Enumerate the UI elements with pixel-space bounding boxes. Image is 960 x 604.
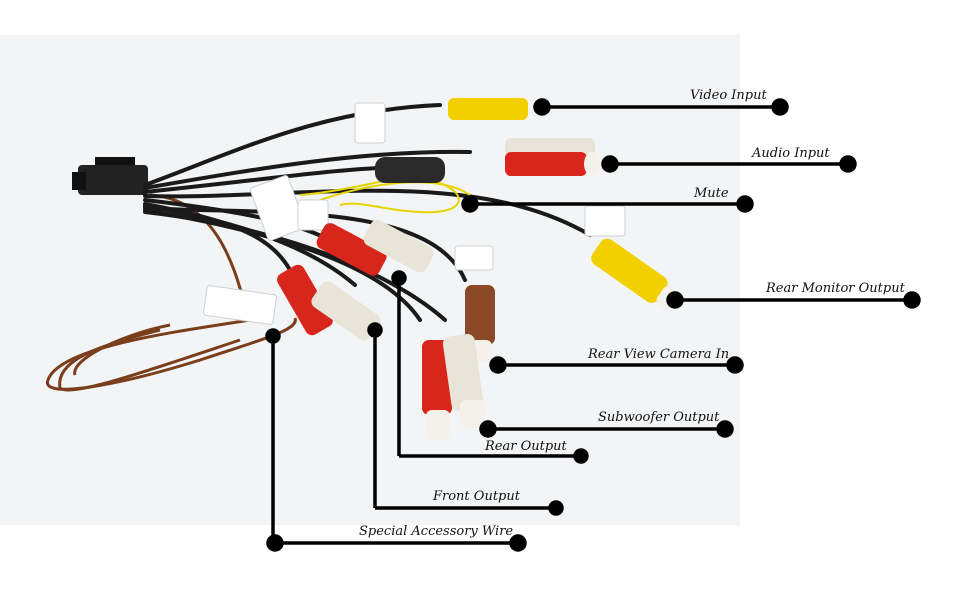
- accessory-wire-coil: [46, 193, 297, 392]
- callout-lines: [265, 98, 921, 552]
- rca-front-output: [277, 264, 381, 341]
- rca-audio-input: [505, 138, 600, 176]
- rca-video-input: [448, 98, 528, 120]
- label-rear-view-camera-in: Rear View Camera In: [588, 347, 730, 362]
- label-video-input: Video Input: [690, 88, 767, 103]
- label-rear-monitor-output: Rear Monitor Output: [766, 281, 905, 296]
- label-special-accessory-wire: Special Accessory Wire: [359, 524, 514, 539]
- ferrite-core: [375, 157, 445, 183]
- label-subwoofer-output: Subwoofer Output: [598, 410, 720, 425]
- label-audio-input: Audio Input: [752, 146, 830, 161]
- harness-connector: [72, 157, 148, 195]
- rca-rear-output: [316, 219, 434, 276]
- label-mute: Mute: [694, 186, 729, 201]
- wire-tags: [203, 102, 626, 325]
- label-rear-output: Rear Output: [485, 439, 567, 454]
- rca-subwoofer-output: [422, 334, 486, 440]
- label-front-output: Front Output: [433, 489, 520, 504]
